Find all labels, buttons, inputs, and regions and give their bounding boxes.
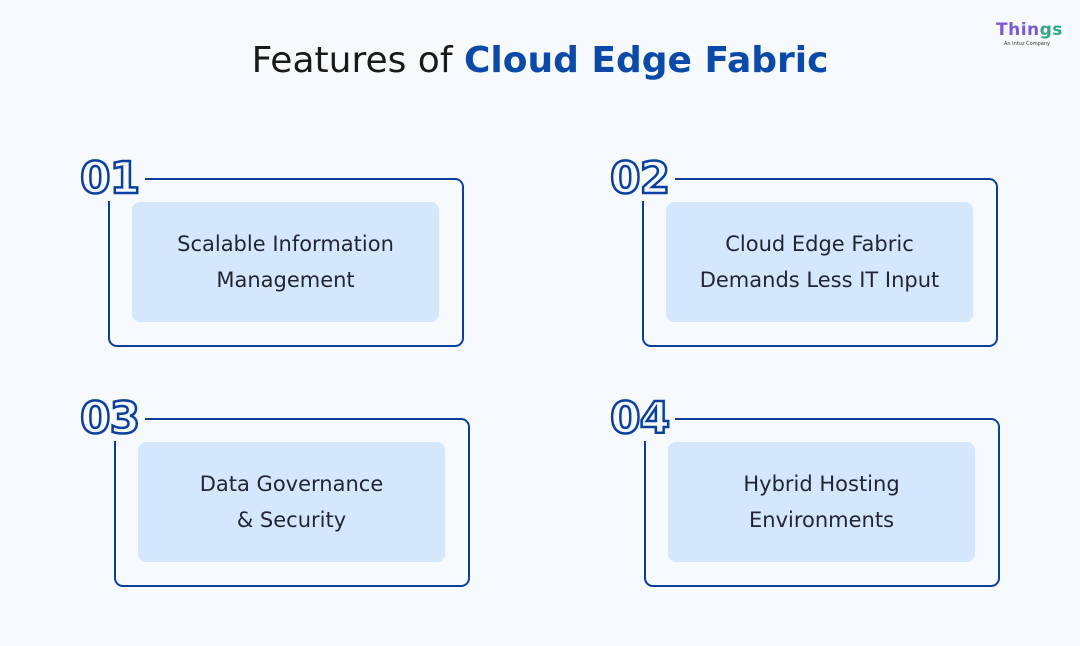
feature-card-label: Data Governance & Security — [138, 442, 445, 562]
feature-number: 02 — [608, 155, 676, 202]
title-accent: Cloud Edge Fabric — [463, 40, 829, 81]
feature-card-label: Cloud Edge Fabric Demands Less IT Input — [666, 202, 973, 322]
feature-card-frame — [114, 418, 470, 587]
logo-wordmark: Things — [996, 20, 1063, 40]
page-title: Features of Cloud Edge Fabric — [0, 40, 1080, 81]
feature-card-frame — [108, 178, 464, 347]
logo-tagline: An Intuz Company — [1004, 41, 1050, 47]
feature-card-label: Hybrid Hosting Environments — [668, 442, 975, 562]
feature-number: 03 — [78, 395, 146, 442]
feature-card-frame — [642, 178, 998, 347]
feature-number: 01 — [78, 155, 146, 202]
feature-card-label: Scalable Information Management — [132, 202, 439, 322]
brand-logo: Things An Intuz Company — [996, 20, 1062, 50]
feature-number: 04 — [608, 395, 676, 442]
title-prefix: Features of — [251, 40, 464, 81]
feature-card-frame — [644, 418, 1000, 587]
